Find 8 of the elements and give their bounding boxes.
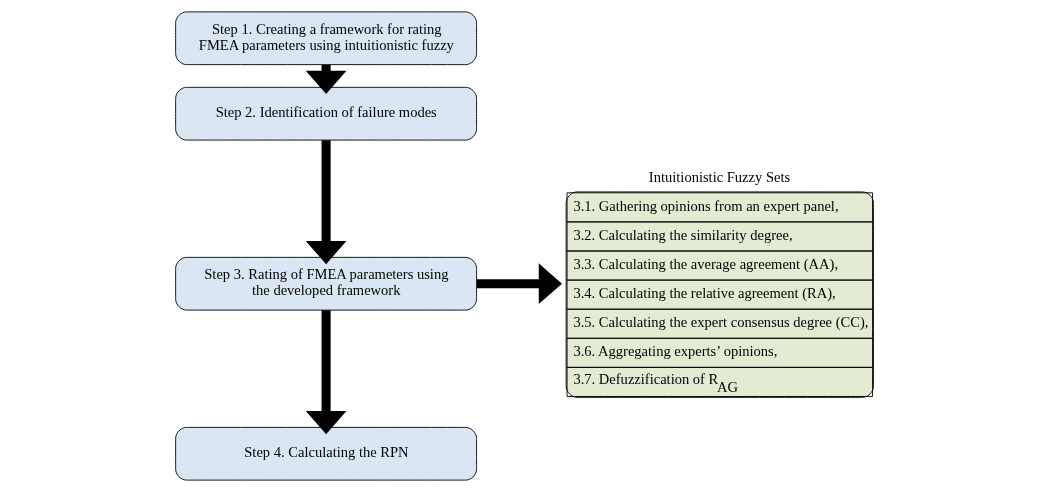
- node-label: Intuitionistic Fuzzy Sets: [648, 168, 790, 185]
- node-box: Step 1. Creating a framework for rating FMEA parameters using intuitionistic fuzzy: [174, 11, 477, 66]
- node-box: Step 2. Identification of failure modes: [174, 86, 477, 141]
- arrow: [305, 310, 346, 435]
- node-box: Step 4. Calculating the RPN: [174, 426, 477, 481]
- node-box: Step 3. Rating of FMEA parameters using the developed framework: [174, 256, 477, 311]
- arrow: [305, 140, 346, 265]
- arrow: [476, 263, 562, 305]
